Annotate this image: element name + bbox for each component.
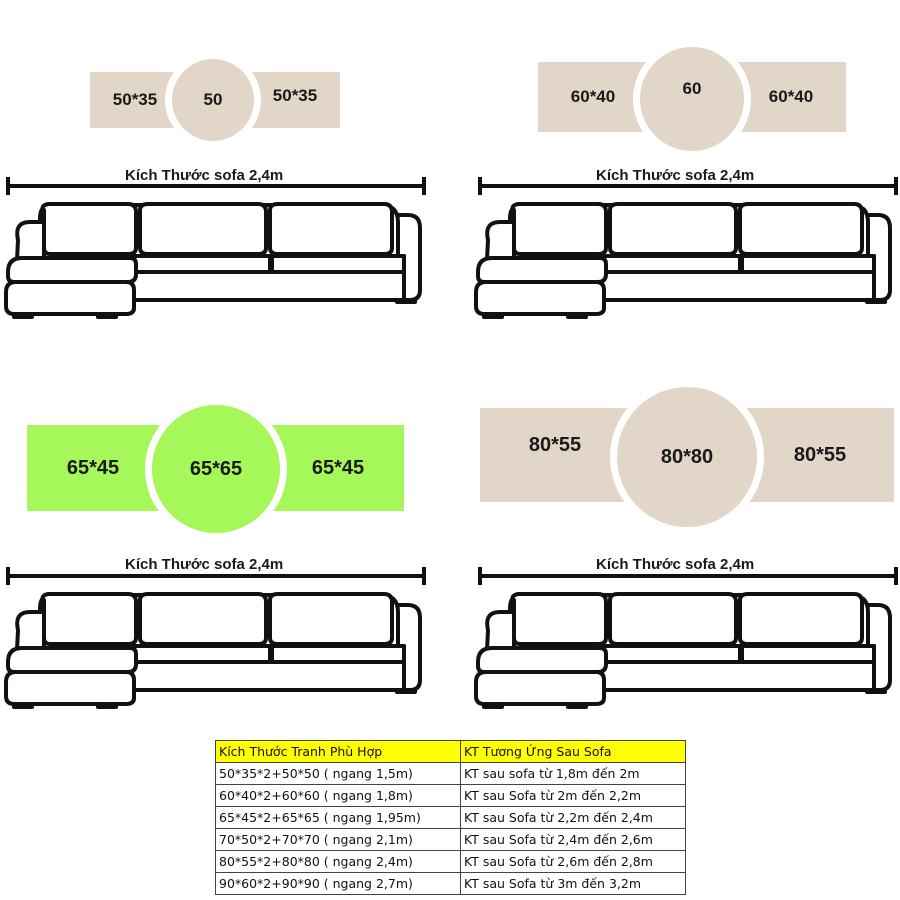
table-cell: 60*40*2+60*60 ( ngang 1,8m) bbox=[215, 784, 461, 807]
painting-right: 65*45 bbox=[272, 425, 404, 511]
sofa-icon bbox=[4, 202, 422, 319]
table-cell: KT sau sofa từ 1,8m đến 2m bbox=[460, 762, 686, 785]
table-cell: KT sau Sofa từ 2m đến 2,2m bbox=[460, 784, 686, 807]
painting-center: 60 bbox=[633, 40, 751, 158]
sofa-size-label: Kích Thước sofa 2,4m bbox=[125, 556, 284, 573]
table-cell: KT sau Sofa từ 3m đến 3,2m bbox=[460, 872, 686, 895]
sofa-size-label: Kích Thước sofa 2,4m bbox=[596, 167, 755, 184]
painting-right: 50*35 bbox=[250, 72, 340, 128]
size-table: Kích Thước Tranh Phù Hợp KT Tương Ứng Sa… bbox=[215, 740, 686, 895]
painting-left: 60*40 bbox=[538, 62, 648, 132]
table-cell: 65*45*2+65*65 ( ngang 1,95m) bbox=[215, 806, 461, 829]
layout-panel-1: 50*35 50*35 50 Kích Thước sofa 2,4m bbox=[0, 0, 450, 360]
table-row: 80*55*2+80*80 ( ngang 2,4m) KT sau Sofa … bbox=[215, 850, 686, 873]
sofa-icon bbox=[4, 592, 422, 709]
table-cell: 80*55*2+80*80 ( ngang 2,4m) bbox=[215, 850, 461, 873]
painting-left: 65*45 bbox=[27, 425, 159, 511]
measure-arrow-icon bbox=[6, 567, 426, 585]
sofa-size-label: Kích Thước sofa 2,4m bbox=[596, 556, 755, 573]
table-row: 90*60*2+90*90 ( ngang 2,7m) KT sau Sofa … bbox=[215, 872, 686, 895]
sofa-icon bbox=[474, 202, 892, 319]
sofa-icon bbox=[474, 592, 892, 709]
table-row: 70*50*2+70*70 ( ngang 2,1m) KT sau Sofa … bbox=[215, 828, 686, 851]
layout-panel-4: 80*55 80*55 80*80 Kích Thước sofa 2,4m bbox=[470, 380, 900, 750]
painting-left: 80*55 bbox=[480, 408, 630, 502]
measure-arrow-icon bbox=[478, 177, 898, 195]
table-header: Kích Thước Tranh Phù Hợp bbox=[215, 740, 461, 763]
table-header: KT Tương Ứng Sau Sofa bbox=[460, 740, 686, 763]
painting-right: 80*55 bbox=[746, 408, 894, 502]
sofa-size-label: Kích Thước sofa 2,4m bbox=[125, 167, 284, 184]
painting-right: 60*40 bbox=[736, 62, 846, 132]
table-row: 60*40*2+60*60 ( ngang 1,8m) KT sau Sofa … bbox=[215, 784, 686, 807]
table-cell: 50*35*2+50*50 ( ngang 1,5m) bbox=[215, 762, 461, 785]
measure-arrow-icon bbox=[478, 567, 898, 585]
table-cell: KT sau Sofa từ 2,6m đến 2,8m bbox=[460, 850, 686, 873]
table-cell: KT sau Sofa từ 2,2m đến 2,4m bbox=[460, 806, 686, 829]
painting-center: 50 bbox=[165, 52, 261, 148]
painting-center: 65*65 bbox=[145, 398, 287, 540]
table-row: 50*35*2+50*50 ( ngang 1,5m) KT sau sofa … bbox=[215, 762, 686, 785]
measure-arrow-icon bbox=[6, 177, 426, 195]
table-header-row: Kích Thước Tranh Phù Hợp KT Tương Ứng Sa… bbox=[215, 740, 686, 763]
layout-panel-3: 65*45 65*45 65*65 Kích Thước sofa 2,4m bbox=[0, 390, 450, 750]
table-cell: 90*60*2+90*90 ( ngang 2,7m) bbox=[215, 872, 461, 895]
table-cell: KT sau Sofa từ 2,4m đến 2,6m bbox=[460, 828, 686, 851]
layout-panel-2: 60*40 60*40 60 Kích Thước sofa 2,4m bbox=[470, 0, 900, 360]
table-cell: 70*50*2+70*70 ( ngang 2,1m) bbox=[215, 828, 461, 851]
painting-center: 80*80 bbox=[610, 380, 764, 534]
table-row: 65*45*2+65*65 ( ngang 1,95m) KT sau Sofa… bbox=[215, 806, 686, 829]
